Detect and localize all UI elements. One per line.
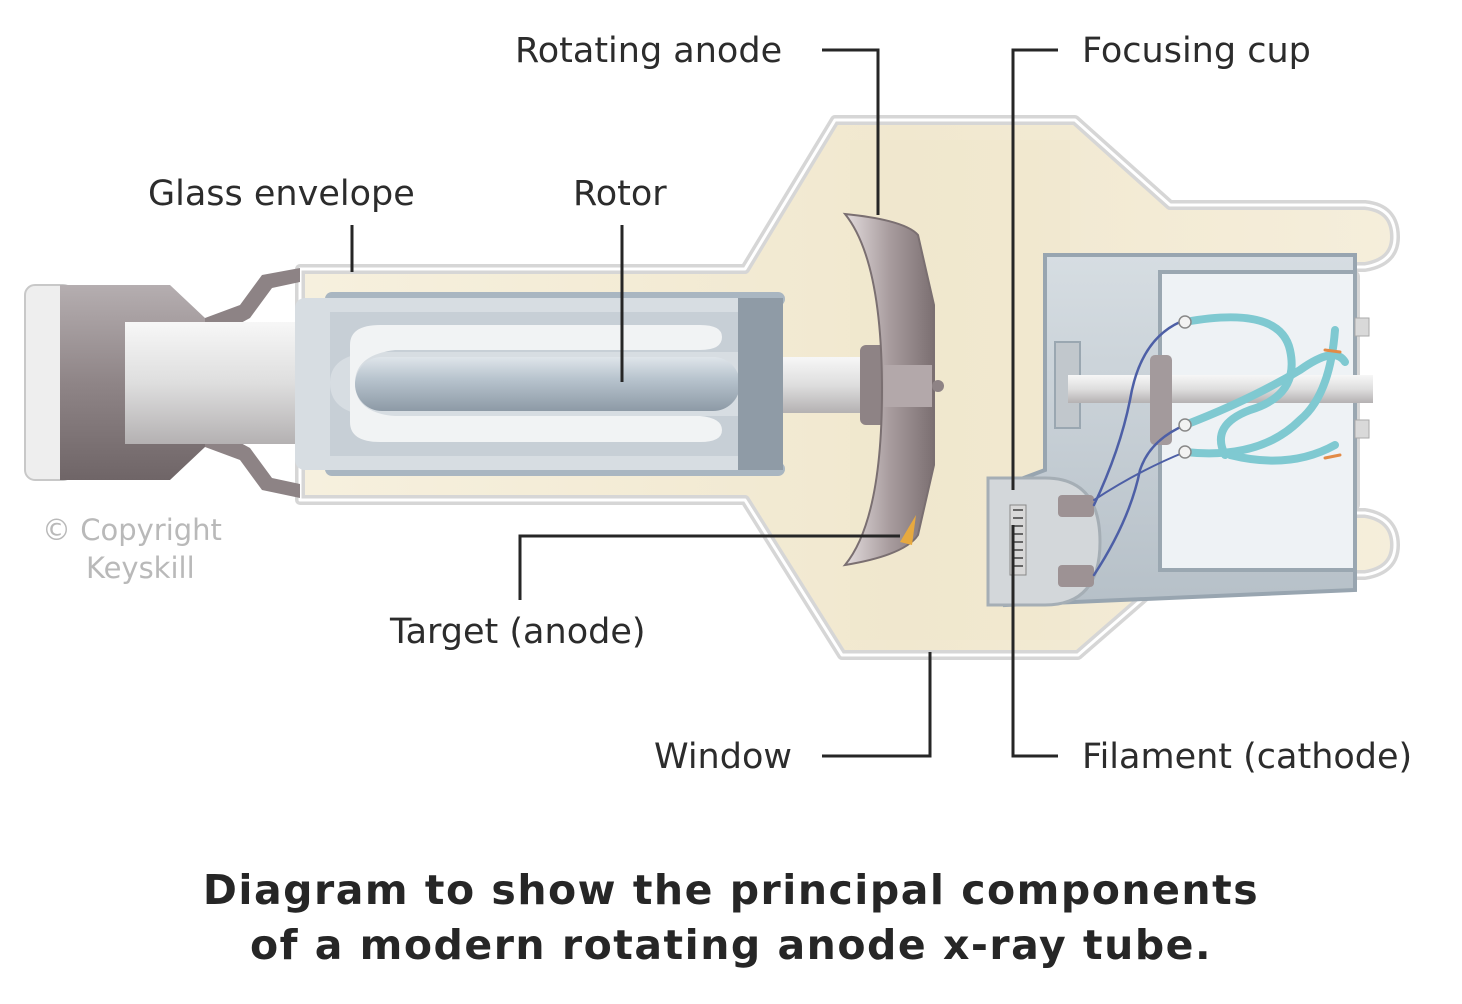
caption-line-1: Diagram to show the principal components	[202, 866, 1260, 914]
leader-rotating-anode	[822, 48, 880, 215]
leader-target	[518, 534, 900, 600]
rotating-anode-disc	[842, 212, 944, 567]
leader-focusing-cup	[1011, 48, 1058, 490]
label-window: Window	[654, 737, 793, 777]
leader-window	[822, 652, 932, 758]
label-focusing-cup: Focusing cup	[1082, 31, 1311, 71]
label-rotating-anode: Rotating anode	[515, 31, 783, 71]
caption-line-2: of a modern rotating anode x-ray tube.	[249, 921, 1213, 969]
leader-filament	[1011, 525, 1058, 758]
anode-stem	[783, 345, 886, 425]
label-glass-envelope: Glass envelope	[148, 174, 415, 214]
focal-spot	[900, 515, 916, 545]
label-rotor: Rotor	[573, 174, 667, 214]
cathode-wires	[1092, 313, 1349, 577]
anode-base	[24, 268, 300, 498]
rotor	[295, 292, 785, 476]
copyright-line-2: Keyskill	[86, 551, 195, 585]
label-filament-cathode: Filament (cathode)	[1082, 737, 1413, 777]
leader-lines	[350, 48, 1058, 758]
copyright-line-1: © Copyright	[42, 513, 222, 547]
label-target-anode: Target (anode)	[390, 612, 646, 652]
